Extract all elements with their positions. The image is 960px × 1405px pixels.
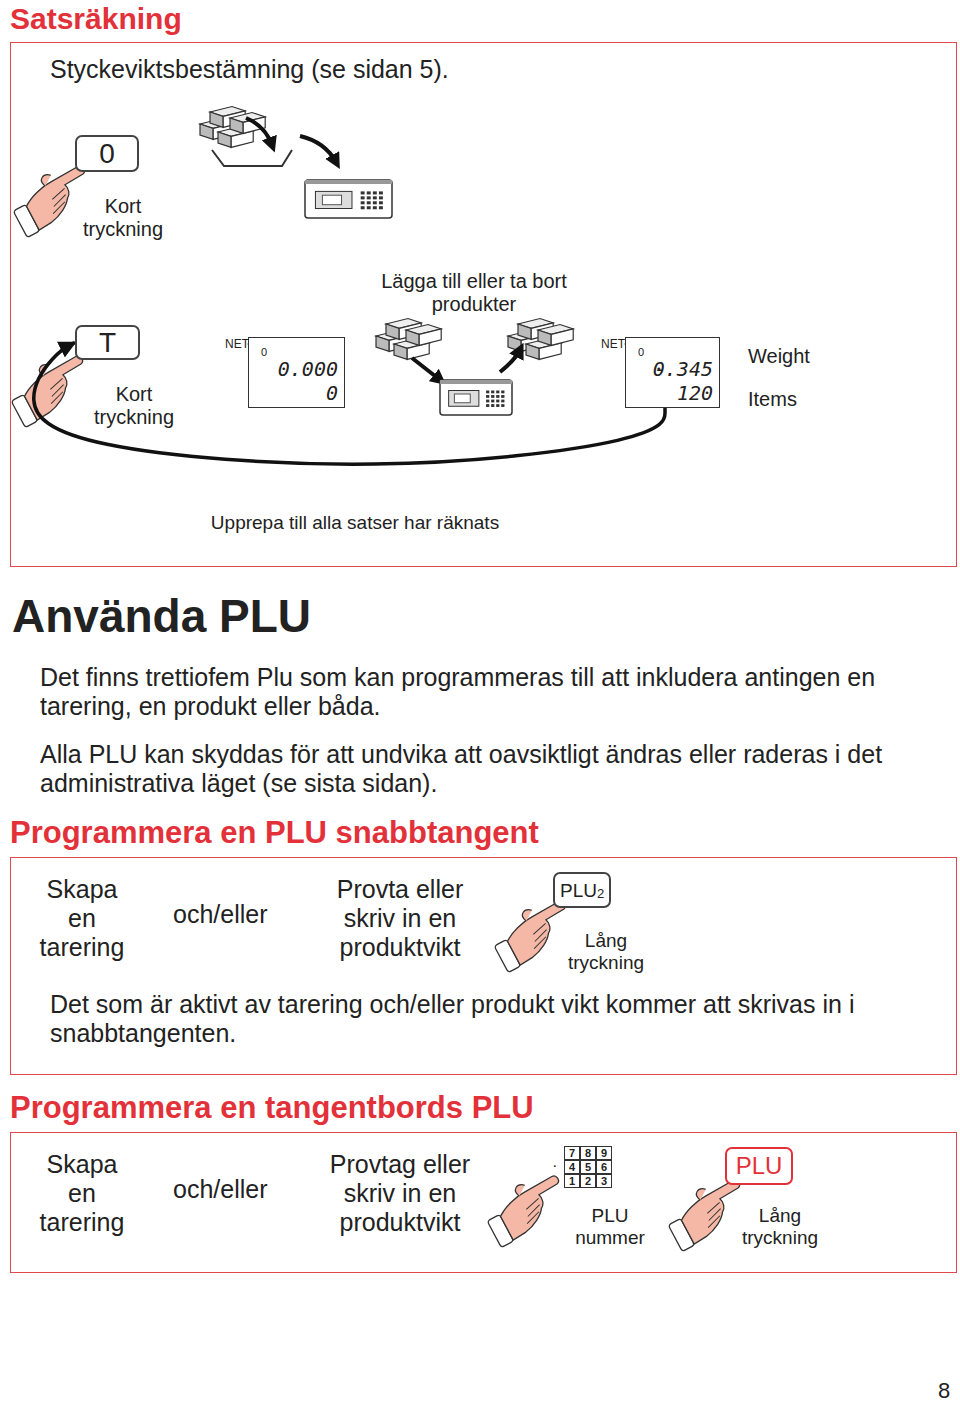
label-text: Lång tryckning: [556, 930, 656, 974]
motion-arrow: [412, 358, 440, 380]
label-text: PLU nummer: [565, 1205, 655, 1249]
label-text: NET: [225, 338, 249, 352]
product-pile: [200, 107, 265, 148]
zero-key: 0: [75, 135, 139, 172]
node-text: 0: [77, 137, 137, 169]
label-text: Items: [748, 388, 797, 411]
label-text: och/eller: [173, 1175, 268, 1204]
motion-arrow: [246, 118, 272, 145]
pressing-hand: [479, 1168, 574, 1248]
node-text: 0.345: [653, 358, 713, 381]
section-frame: [10, 1132, 957, 1273]
lcd-display: 0-0.345120: [625, 337, 720, 408]
tare-key: T: [75, 325, 140, 360]
scale-icon: [440, 380, 512, 415]
node-text: 2: [597, 887, 604, 902]
node-text: 0.000: [278, 358, 338, 381]
label-text: och/eller: [173, 900, 268, 929]
label-text: Upprepa till alla satser har räknats: [155, 512, 555, 534]
node-text: Det som är aktivt av tarering och/eller …: [50, 990, 930, 1048]
page-number: 8: [938, 1378, 950, 1403]
keypad-key: 5: [580, 1160, 596, 1174]
plu-key: PLU: [725, 1147, 793, 1185]
label-text: Kort tryckning: [84, 383, 184, 429]
keypad-key: 1: [564, 1174, 580, 1188]
label-text: Det finns trettiofem Plu som kan program…: [40, 663, 955, 721]
section-heading: Använda PLU: [12, 590, 311, 643]
label-text: NET: [601, 338, 625, 352]
label-text: Weight: [748, 345, 810, 368]
node-text: 0: [638, 346, 644, 359]
keypad-key: 6: [596, 1160, 612, 1174]
node-text: 120: [677, 382, 713, 405]
motion-arrow: [300, 136, 336, 162]
plu2-key: PLU2: [553, 872, 611, 908]
label-text: Skapa en tarering: [34, 875, 130, 961]
keypad-key: ·: [548, 1160, 562, 1172]
section-box: Programmera en PLU snabbtangentDet som ä…: [10, 815, 957, 1075]
label-text: Lägga till eller ta bort produkter: [359, 270, 589, 316]
repeat-arrow: [34, 343, 665, 465]
keypad: 789 ·456 123: [548, 1146, 614, 1190]
label-text: Lång tryckning: [730, 1205, 830, 1249]
section-heading: Programmera en PLU snabbtangent: [10, 815, 539, 851]
keypad-key: 8: [580, 1146, 596, 1160]
node-text: T: [77, 326, 138, 358]
label-text: Provta eller skriv in en produktvikt: [319, 875, 481, 961]
lcd-display: 00.0000: [248, 337, 345, 408]
keypad-key: 3: [596, 1174, 612, 1188]
node-text: PLU: [560, 880, 597, 902]
node-text: 0: [261, 346, 267, 359]
section-heading: Satsräkning: [10, 2, 182, 37]
label-text: Provtag eller skriv in en produktvikt: [314, 1150, 486, 1236]
motion-arrow: [500, 350, 520, 372]
label-text: Skapa en tarering: [34, 1150, 130, 1236]
product-pile: [376, 319, 441, 360]
node-text: 0: [326, 382, 338, 405]
section-heading: Programmera en tangentbords PLU: [10, 1090, 534, 1126]
keypad-key: 2: [580, 1174, 596, 1188]
keypad-key: 7: [564, 1146, 580, 1160]
label-text: Alla PLU kan skyddas för att undvika att…: [40, 740, 955, 798]
keypad-key: 9: [596, 1146, 612, 1160]
node-text: PLU: [727, 1152, 791, 1180]
keypad-key: 4: [564, 1160, 580, 1174]
scale-icon: [305, 180, 392, 218]
node-text: Styckeviktsbestämning (se sidan 5).: [50, 55, 750, 84]
label-text: Kort tryckning: [73, 195, 173, 241]
